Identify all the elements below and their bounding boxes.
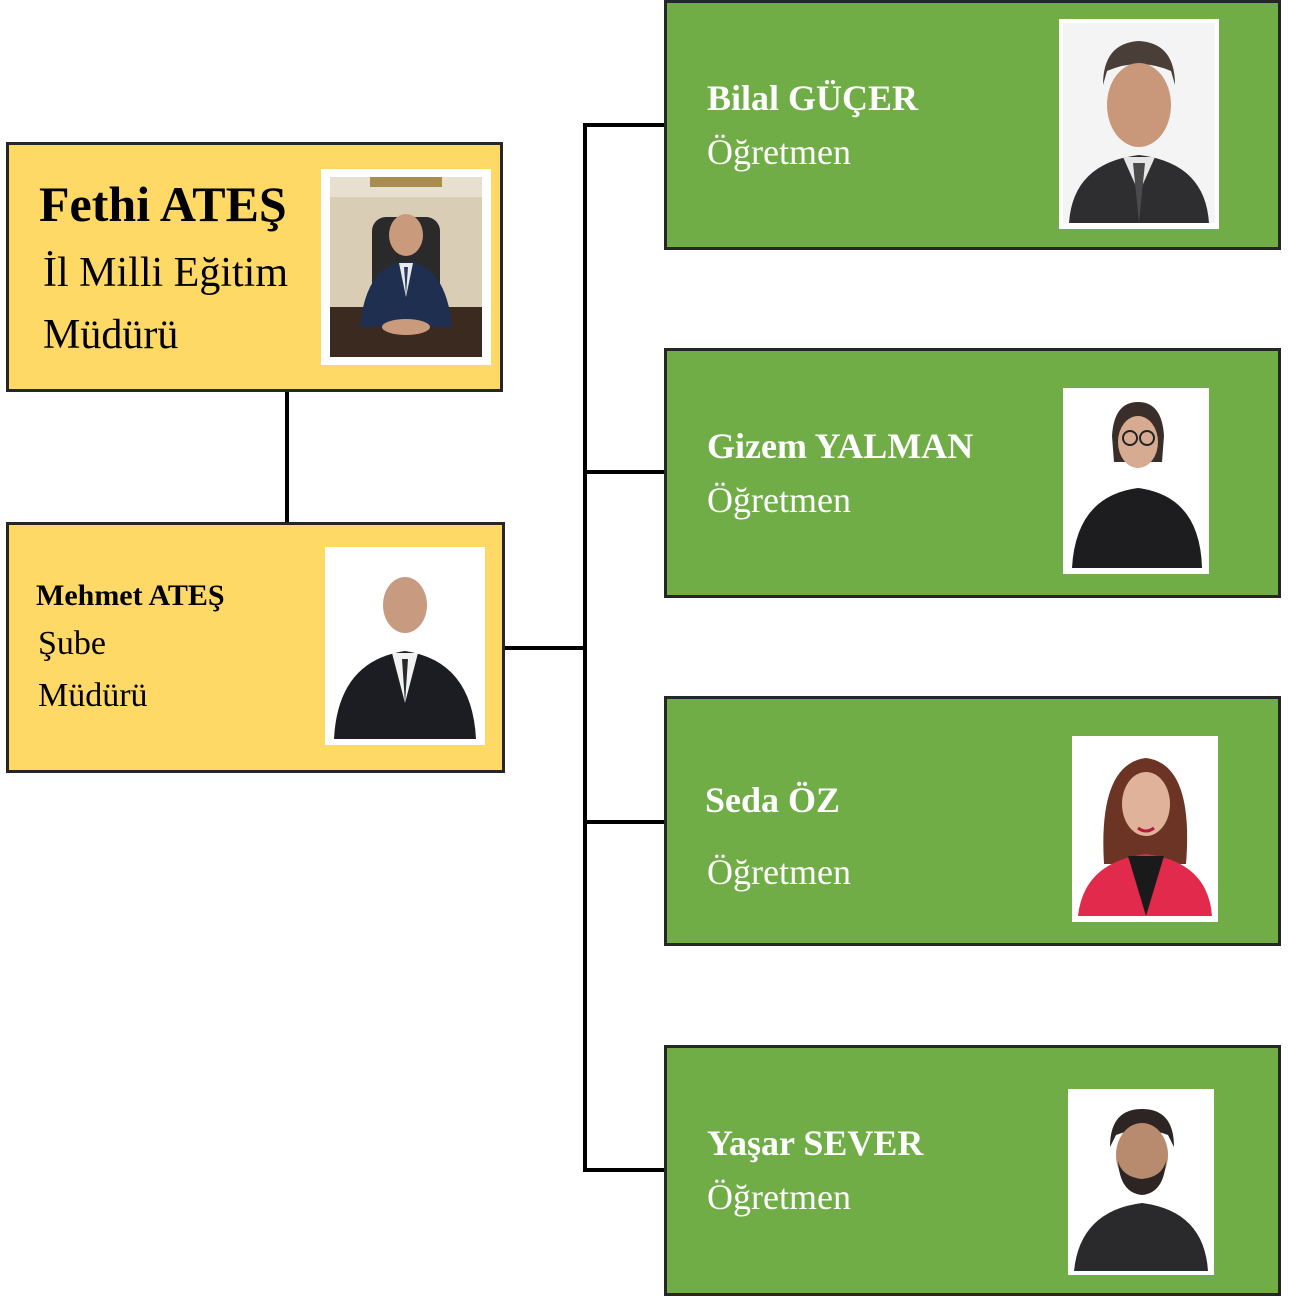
connector-director-to-manager — [285, 390, 289, 524]
teacher-role: Öğretmen — [707, 1177, 851, 1217]
teacher-role: Öğretmen — [707, 852, 851, 892]
teacher-name: Gizem YALMAN — [707, 426, 974, 466]
portrait-man-suit-office-icon — [330, 177, 482, 357]
director-photo — [321, 169, 491, 365]
branch-manager-name: Mehmet ATEŞ — [36, 579, 225, 612]
teacher-photo — [1072, 736, 1218, 922]
connector-branch-teacher-1 — [583, 123, 668, 127]
teacher-card: Yaşar SEVER Öğretmen — [664, 1045, 1281, 1296]
director-title-line1: İl Milli Eğitim — [43, 250, 289, 296]
branch-manager-card: Mehmet ATEŞ Şube Müdürü — [6, 522, 505, 773]
teacher-photo — [1063, 388, 1209, 574]
portrait-woman-glasses-icon — [1068, 396, 1204, 568]
director-card: Fethi ATEŞ İl Milli Eğitim Müdürü — [6, 142, 503, 392]
teacher-photo — [1059, 19, 1219, 229]
teacher-name: Bilal GÜÇER — [707, 78, 919, 118]
teacher-name: Yaşar SEVER — [707, 1123, 924, 1163]
teacher-card: Seda ÖZ Öğretmen — [664, 696, 1281, 946]
teacher-name: Seda ÖZ — [705, 780, 841, 820]
teacher-card: Gizem YALMAN Öğretmen — [664, 348, 1281, 598]
portrait-man-beard-icon — [1072, 1097, 1210, 1271]
connector-branch-teacher-4 — [583, 1168, 668, 1172]
director-name: Fethi ATEŞ — [39, 176, 287, 232]
connector-manager-to-trunk — [503, 646, 587, 650]
director-title-line2: Müdürü — [43, 312, 179, 358]
portrait-man-suit-icon — [328, 553, 482, 739]
branch-manager-title-line2: Müdürü — [38, 677, 148, 714]
teacher-photo — [1068, 1089, 1214, 1275]
teacher-card: Bilal GÜÇER Öğretmen — [664, 0, 1281, 250]
teacher-role: Öğretmen — [707, 132, 851, 172]
branch-manager-photo — [325, 547, 485, 745]
portrait-woman-icon — [1076, 744, 1214, 916]
connector-branch-teacher-2 — [583, 470, 668, 474]
portrait-man-icon — [1063, 23, 1215, 223]
connector-trunk-vertical — [583, 123, 587, 1172]
teacher-role: Öğretmen — [707, 480, 851, 520]
connector-branch-teacher-3 — [583, 820, 668, 824]
branch-manager-title-line1: Şube — [38, 625, 106, 662]
